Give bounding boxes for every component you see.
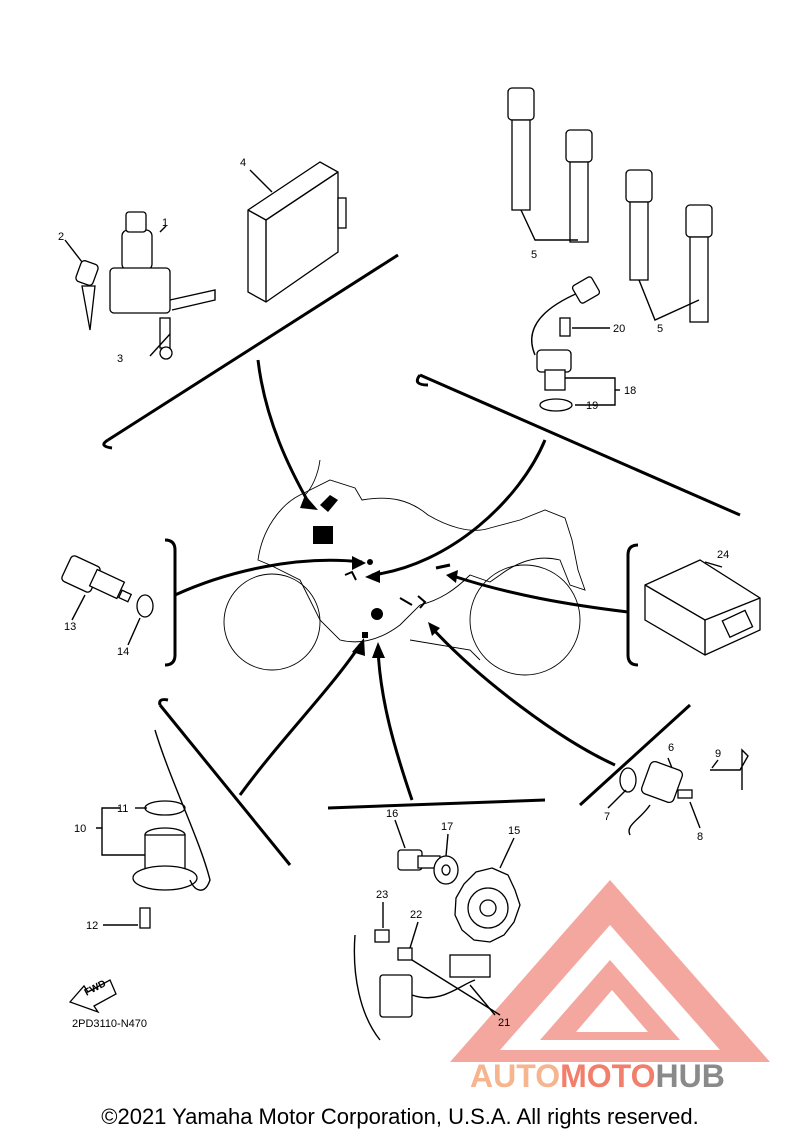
callout-3: 3 <box>117 353 123 365</box>
callout-15: 15 <box>508 825 520 837</box>
callout-22: 22 <box>410 909 422 921</box>
callout-6: 6 <box>668 742 674 754</box>
copyright-notice: ©2021 Yamaha Motor Corporation, U.S.A. A… <box>101 1104 699 1129</box>
callout-10: 10 <box>74 823 86 835</box>
callout-2: 2 <box>58 231 64 243</box>
callout-23: 23 <box>376 889 388 901</box>
ecu-part <box>247 161 347 303</box>
ignition-coils-part <box>507 87 713 323</box>
fwd-arrow-icon <box>68 979 117 1014</box>
key-part <box>64 239 99 331</box>
callout-14: 14 <box>117 646 129 658</box>
callout-5b: 5 <box>657 323 663 335</box>
callout-13: 13 <box>64 621 76 633</box>
module-24-part <box>644 559 761 656</box>
callout-8: 8 <box>697 831 703 843</box>
neutral-switch-part <box>607 748 749 836</box>
speed-sensor-part <box>531 276 620 412</box>
callout-11: 11 <box>117 803 128 815</box>
callout-18: 18 <box>624 385 636 397</box>
callout-12: 12 <box>86 920 98 932</box>
brand-part-auto: AUTO <box>470 1058 561 1094</box>
callout-1: 1 <box>162 217 168 229</box>
group-brackets <box>102 253 741 866</box>
callout-5a: 5 <box>531 249 537 261</box>
sensor-10-part <box>96 729 211 929</box>
callout-24: 24 <box>717 549 729 561</box>
sensor-13-part <box>61 555 154 646</box>
main-switch-part <box>109 211 216 360</box>
pointer-arrows <box>174 359 629 801</box>
callout-21: 21 <box>498 1017 510 1029</box>
motorcycle-outline <box>223 459 586 676</box>
callout-16: 16 <box>386 808 398 820</box>
watermark-brand: AUTOMOTOHUB <box>470 1058 725 1095</box>
callout-17: 17 <box>441 821 453 833</box>
center-components <box>313 495 451 638</box>
callout-4: 4 <box>240 157 246 169</box>
brand-part-moto: MOTO <box>560 1058 656 1094</box>
callout-7: 7 <box>604 811 610 823</box>
callout-9: 9 <box>715 748 721 760</box>
watermark-logo <box>450 880 770 1062</box>
brand-part-hub: HUB <box>655 1058 725 1094</box>
sprocket-part <box>394 819 521 943</box>
gear-sensor-part <box>353 902 501 1041</box>
drawing-code: 2PD3110-N470 <box>72 1018 148 1030</box>
callout-19: 19 <box>586 400 598 412</box>
callout-20: 20 <box>613 323 625 335</box>
callout-labels: 1 2 3 4 5 5 6 7 8 9 10 11 12 13 14 15 16… <box>58 157 729 1029</box>
